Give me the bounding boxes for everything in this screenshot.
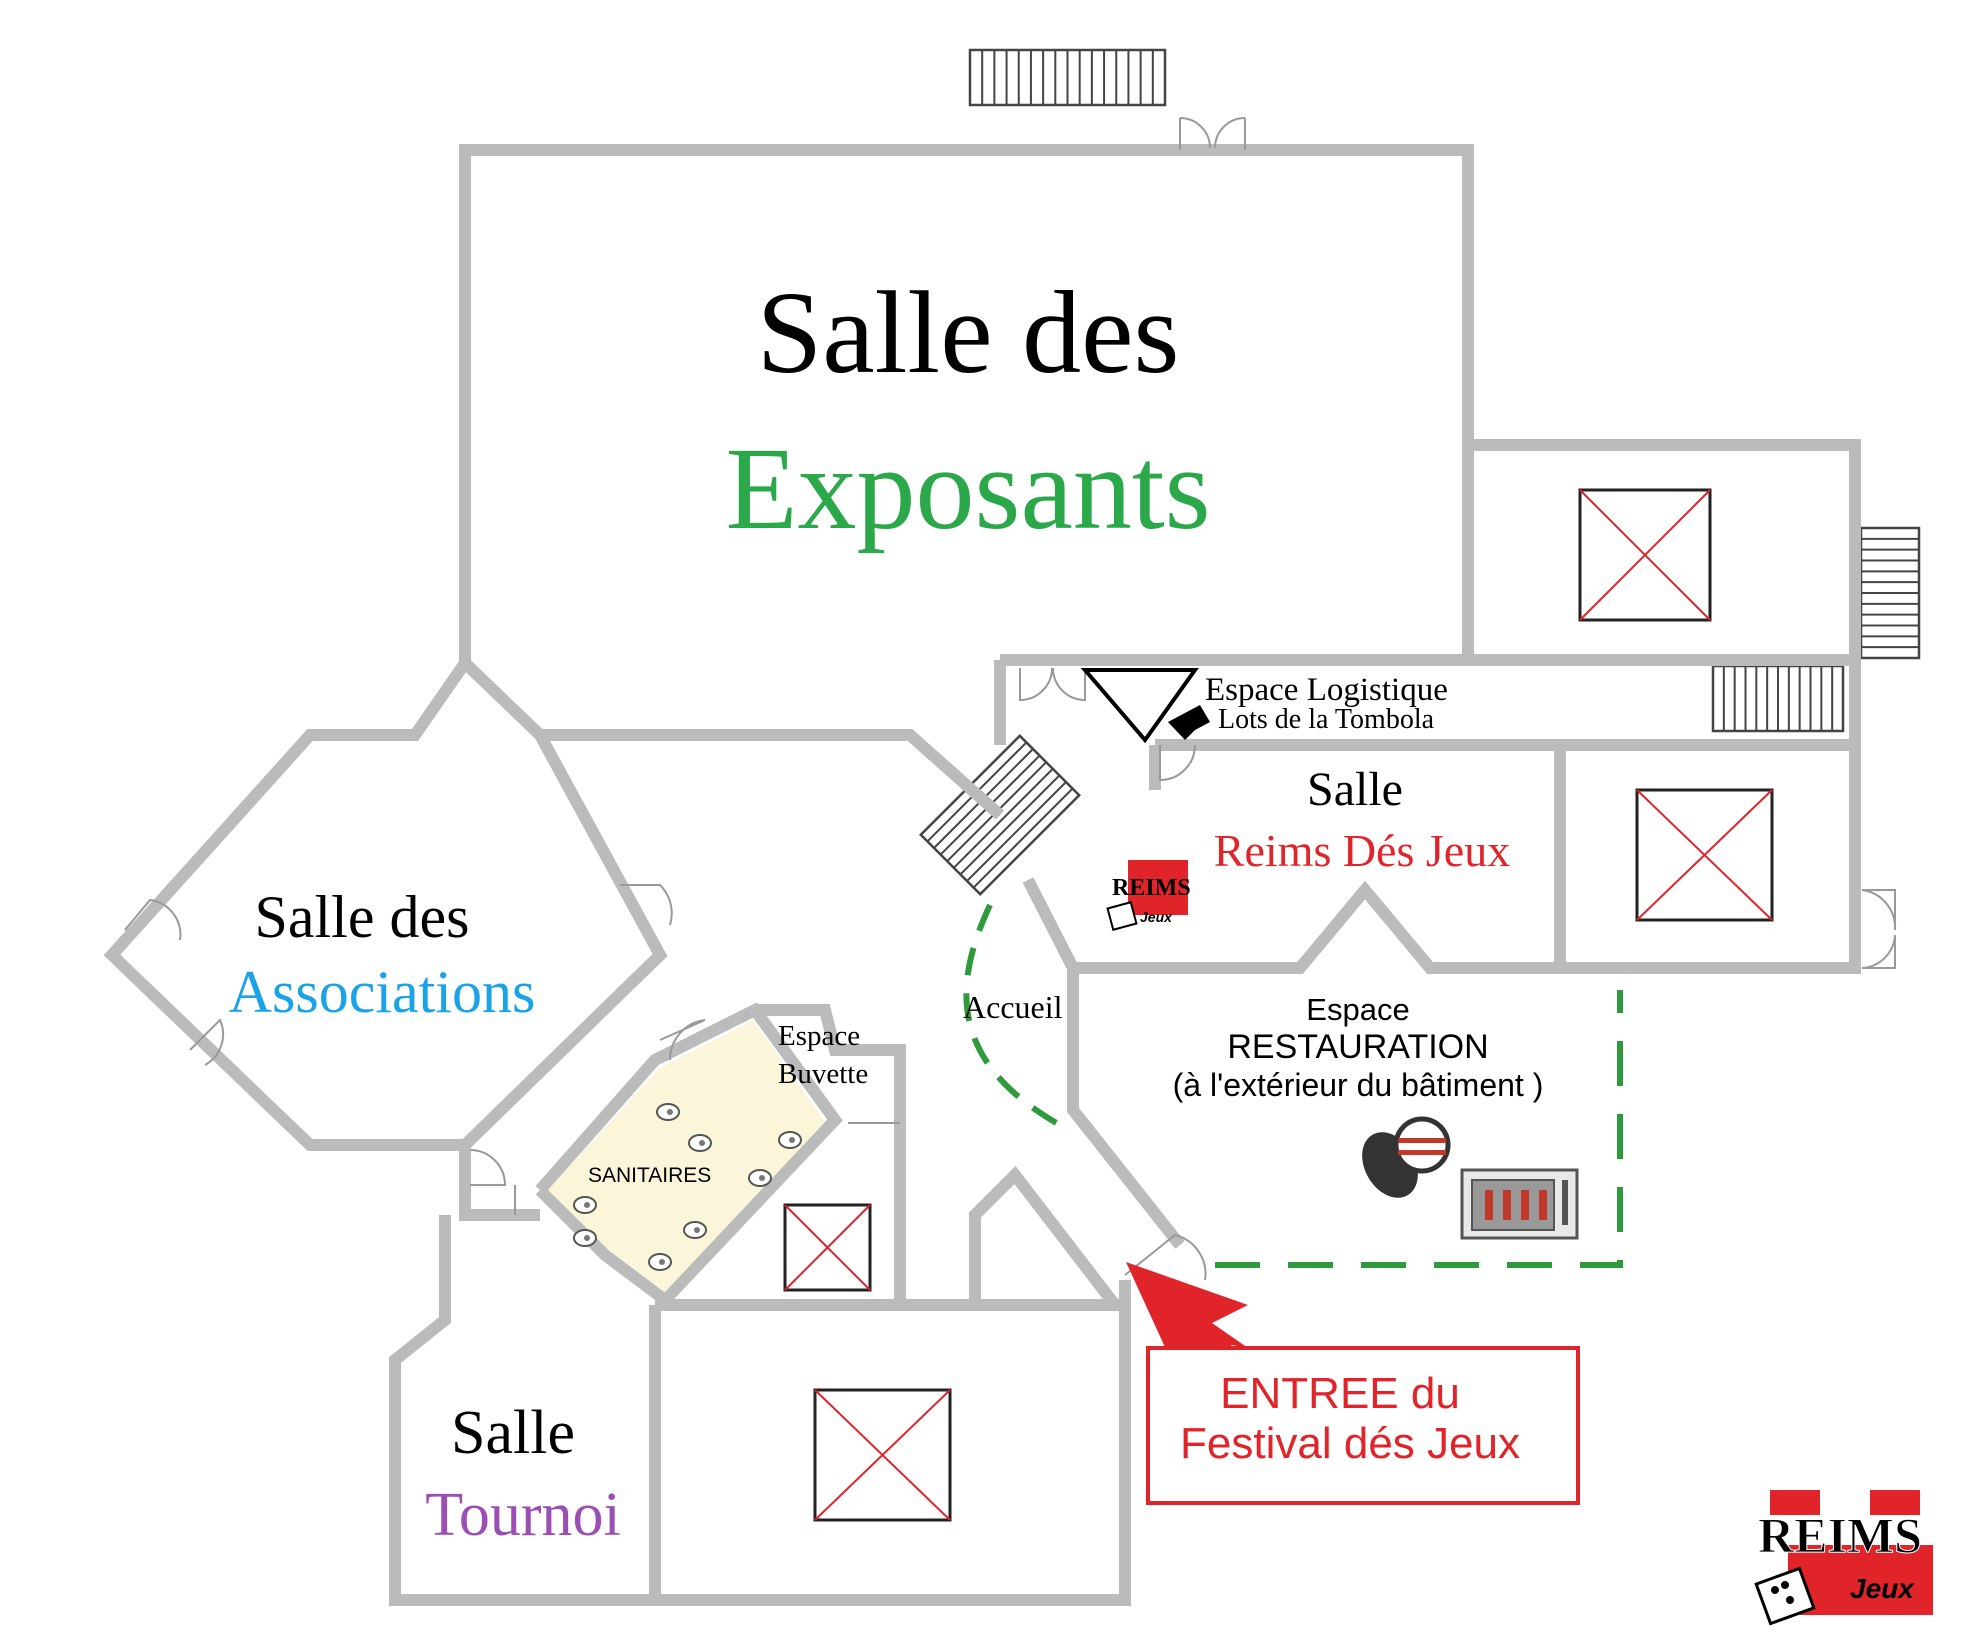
svg-text:REIMS: REIMS — [1112, 875, 1191, 901]
label-entree-line2: Festival dés Jeux — [1180, 1419, 1520, 1468]
label-exposants-line1: Salle des — [757, 267, 1180, 398]
label-tournoi-line2: Tournoi — [425, 1481, 620, 1549]
label-restauration-line3: (à l'extérieur du bâtiment ) — [1173, 1067, 1544, 1103]
label-tournoi-line1: Salle — [451, 1399, 575, 1467]
dice-icon-logo: REIMS Jeux — [1754, 1490, 1933, 1626]
toilet-icon — [573, 1196, 597, 1214]
label-restauration-line2: RESTAURATION — [1227, 1028, 1488, 1066]
restricted-area-icon-group — [783, 488, 1774, 1522]
svg-text:Jeux: Jeux — [1850, 1573, 1915, 1604]
wall-right-annex — [1468, 439, 1861, 974]
grill-icon — [1460, 1168, 1579, 1240]
label-reims-line1: Salle — [1307, 763, 1403, 816]
arrow-icon-logistique — [1168, 705, 1210, 740]
label-entree-line1: ENTREE du — [1220, 1369, 1460, 1418]
toilet-icon — [683, 1221, 707, 1239]
door-icon-group — [124, 117, 1897, 1281]
toilet-icon — [573, 1229, 597, 1247]
label-buvette-line2: Buvette — [778, 1058, 868, 1090]
wall-exposants — [459, 144, 1474, 663]
label-accueil: Accueil — [963, 989, 1063, 1025]
label-exposants-line2: Exposants — [725, 423, 1210, 554]
logistique-triangle — [1080, 668, 1199, 744]
svg-text:REIMS: REIMS — [1758, 1507, 1922, 1563]
dice-icon-small-logo: REIMS Jeux — [1106, 860, 1191, 931]
wall-sanitaires — [535, 1002, 843, 1309]
label-logistique-line1: Espace Logistique — [1205, 672, 1448, 708]
entree-box — [1146, 1346, 1580, 1505]
stairs-icon-right — [1859, 526, 1921, 660]
label-buvette-line1: Espace — [778, 1020, 860, 1052]
toilet-icon — [648, 1253, 672, 1271]
route-restauration — [1215, 990, 1623, 1268]
svg-text:Jeux: Jeux — [1140, 909, 1173, 925]
restricted-area-icon — [813, 1388, 952, 1522]
toilet-icon — [656, 1103, 680, 1121]
stairs-icon-top — [968, 48, 1167, 107]
restricted-area-icon — [783, 1203, 872, 1292]
barbecue-icon — [1362, 1116, 1451, 1198]
restricted-area-icon — [1578, 488, 1712, 622]
toilet-icon — [748, 1169, 772, 1187]
label-associations-line1: Salle des — [255, 884, 470, 950]
toilet-icon — [778, 1131, 802, 1149]
toilet-icon — [688, 1134, 712, 1152]
stairs-icon-logistique — [1711, 664, 1845, 733]
route-accueil — [963, 903, 1062, 1128]
wall-associations — [103, 659, 668, 1151]
label-reims-line2: Reims Dés Jeux — [1214, 825, 1510, 876]
toilet-icon-group — [573, 1103, 802, 1271]
label-restauration-line1: Espace — [1306, 992, 1409, 1027]
label-associations-line2: Associations — [229, 959, 536, 1025]
restricted-area-icon — [1635, 788, 1774, 922]
label-logistique-line2: Lots de la Tombola — [1218, 704, 1435, 735]
sanitaires-floor — [548, 1020, 825, 1292]
label-sanitaires: SANITAIRES — [588, 1164, 711, 1187]
